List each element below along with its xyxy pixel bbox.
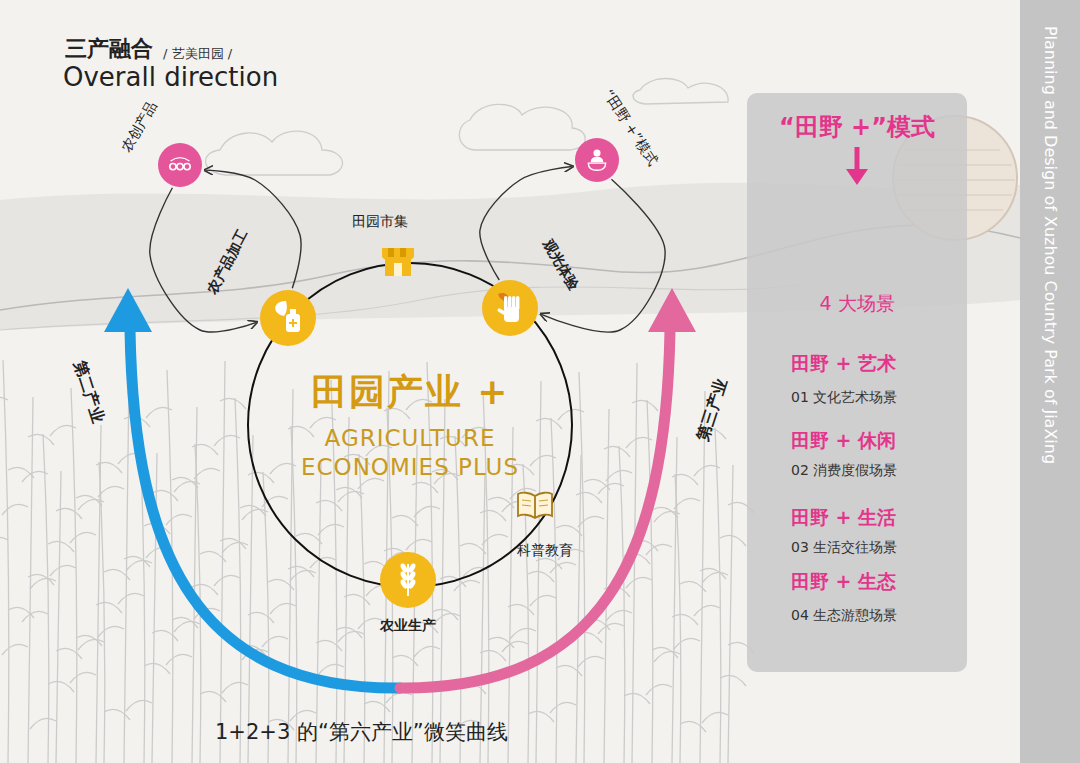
mode-icon: “田野 +”模式 — [575, 138, 619, 182]
node-shape — [516, 490, 554, 520]
corn-stalks — [0, 360, 754, 763]
panel-heading: “田野 +”模式 — [747, 111, 967, 143]
education-icon: 科普教育 — [516, 490, 554, 520]
flow-arrow — [150, 188, 257, 332]
panel-heading: 4 大场景 — [747, 291, 967, 317]
scene-name: 01 文化艺术场景 — [791, 389, 897, 407]
scene-title: 田野 + 休闲 — [791, 428, 896, 454]
tourism-icon: 观光体验 — [482, 280, 538, 336]
scene-title: 田野 + 生活 — [791, 505, 896, 531]
arrow-head — [104, 288, 152, 332]
scene-panel: “田野 +”模式 4 大场景田野 + 艺术 01 文化艺术场景田野 + 休闲 02 消… — [747, 93, 967, 672]
processing-icon: 农产品加工 — [260, 290, 316, 346]
production-icon: 农业生产 — [380, 552, 436, 608]
side-band — [1020, 0, 1080, 763]
node-label: 科普教育 — [517, 542, 573, 560]
node-shape — [380, 552, 436, 608]
cloud — [206, 78, 729, 175]
node-shape — [158, 143, 202, 187]
arrow-head — [648, 288, 696, 332]
center-heading: 田园产业 + — [311, 369, 510, 414]
scene-name: 03 生活交往场景 — [791, 539, 897, 557]
market-icon: 田园市集 — [380, 246, 416, 278]
center-subheading: AGRICULTURE ECONOMIES PLUS — [285, 424, 535, 482]
scene-title: 田野 + 生态 — [791, 569, 896, 595]
node-shape — [380, 246, 416, 278]
node-label: 田园市集 — [352, 213, 408, 231]
node-shape — [260, 290, 316, 346]
node-label: 农业生产 — [380, 617, 436, 635]
product-icon: 农创产品 — [158, 143, 202, 187]
subtitle-en: Overall direction — [63, 62, 278, 92]
caption: 1+2+3 的“第六产业”微笑曲线 — [215, 718, 508, 746]
scene-name: 04 生态游憩场景 — [791, 607, 897, 625]
subtitle: / 艺美田园 / — [163, 45, 232, 63]
side-note: Planning and Design of Xuzhou Country Pa… — [1041, 26, 1060, 464]
title: 三产融合 — [65, 34, 153, 64]
node-shape — [575, 138, 619, 182]
scene-name: 02 消费度假场景 — [791, 462, 897, 480]
node-shape — [482, 280, 538, 336]
scene-title: 田野 + 艺术 — [791, 351, 896, 377]
smile-curve — [104, 288, 696, 688]
